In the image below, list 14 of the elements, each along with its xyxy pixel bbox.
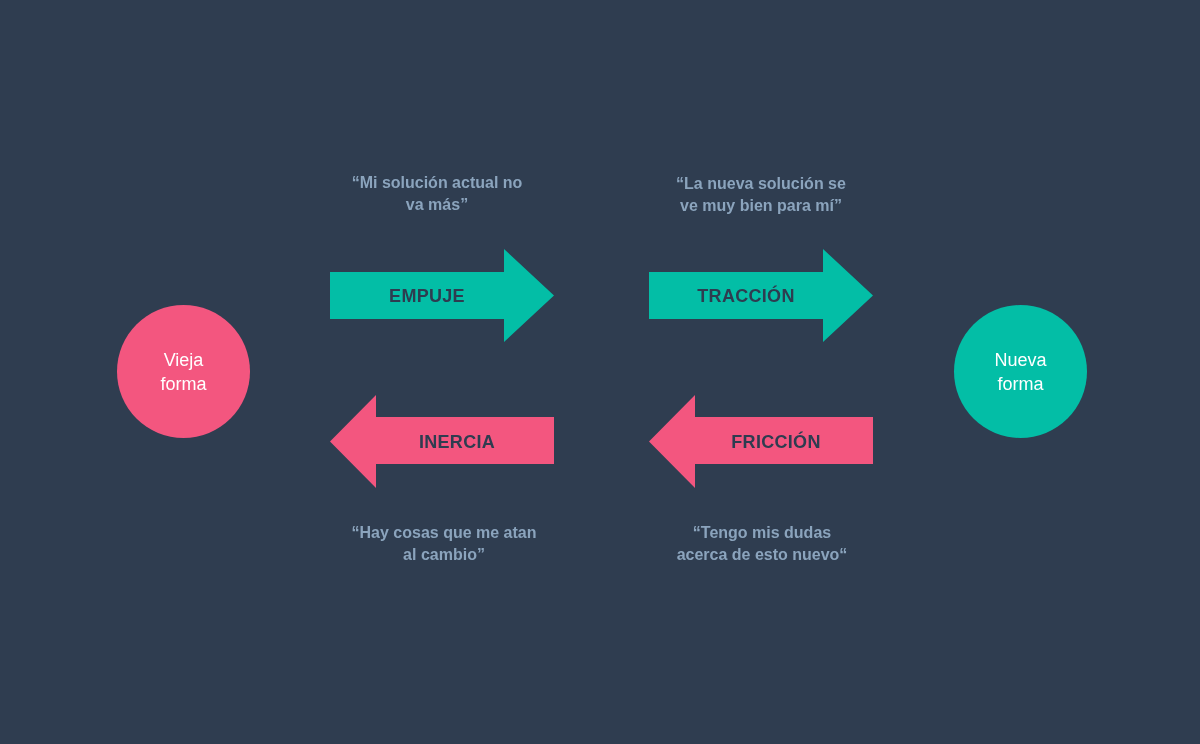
arrow-label: INERCIA xyxy=(417,431,497,452)
arrow-label: EMPUJE xyxy=(388,285,466,306)
quote-text: “Hay cosas que me atan al cambio” xyxy=(350,523,538,565)
left-block-arrow xyxy=(649,395,873,488)
node-label: Vieja forma xyxy=(159,348,208,396)
arrow-label: FRICCIÓN xyxy=(730,431,822,452)
arrow-label: TRACCIÓN xyxy=(696,285,796,306)
quote-text: “La nueva solución se ve muy bien para mí” xyxy=(675,174,847,216)
node-label: Nueva forma xyxy=(993,348,1048,396)
quote-text: “Tengo mis dudas acerca de esto nuevo“ xyxy=(675,523,849,565)
left-block-arrow xyxy=(330,395,554,488)
right-block-arrow xyxy=(330,249,554,342)
right-block-arrow xyxy=(649,249,873,342)
quote-text: “Mi solución actual no va más” xyxy=(350,173,524,215)
